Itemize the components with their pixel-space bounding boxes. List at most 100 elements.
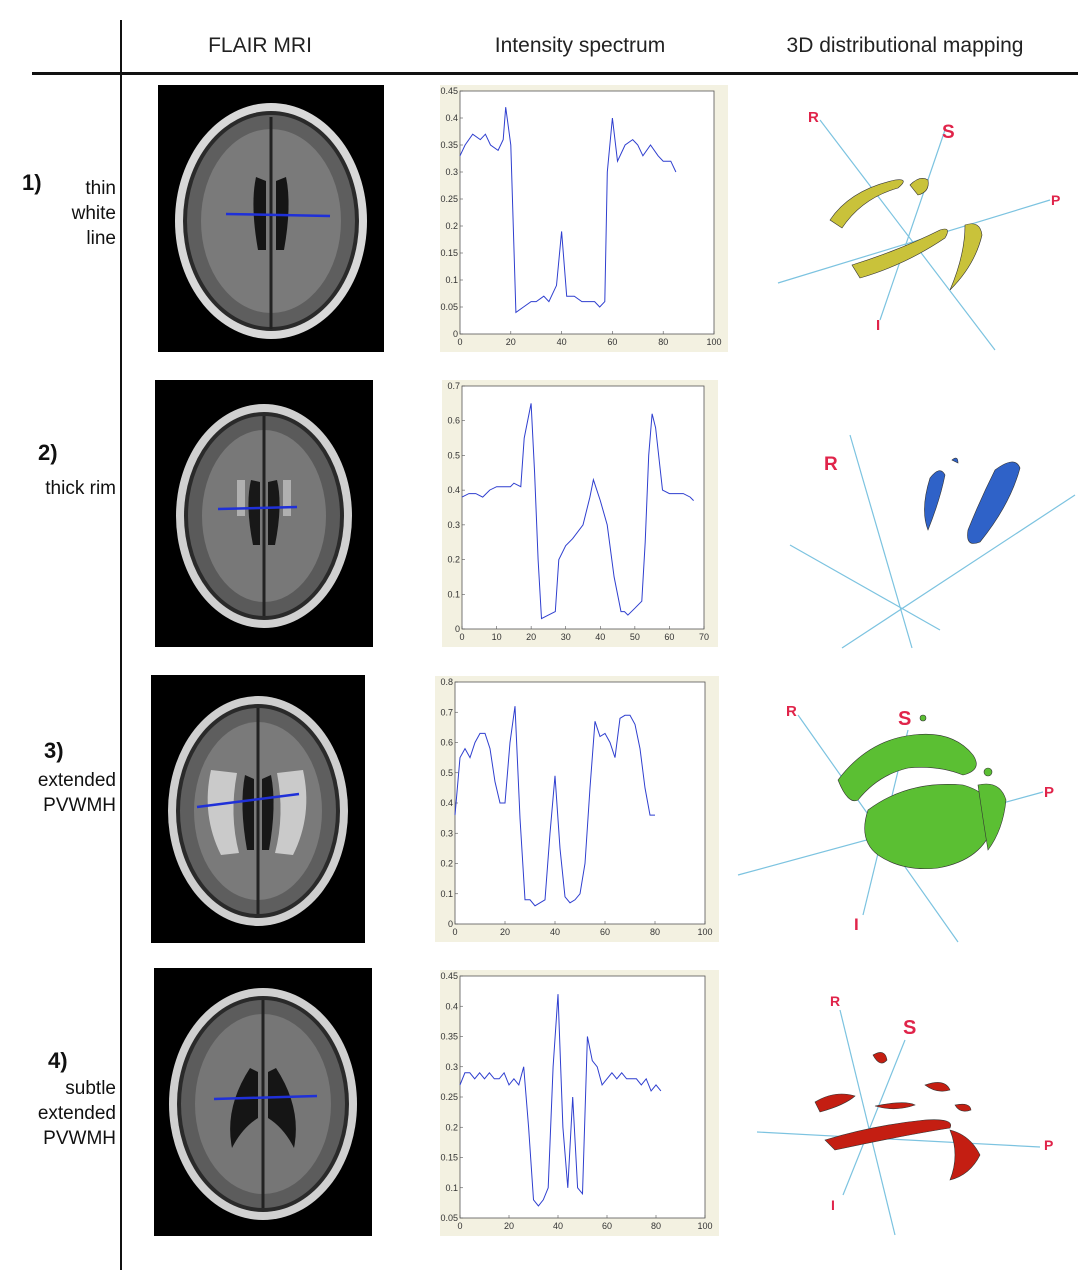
y-tick-label: 0.05 — [440, 1213, 458, 1223]
y-tick-label: 0.1 — [440, 889, 453, 899]
row-3-label: 3) extended PVWMH — [8, 738, 116, 818]
x-tick-label: 60 — [602, 1221, 612, 1231]
x-tick-label: 0 — [459, 632, 464, 642]
x-tick-label: 0 — [457, 337, 462, 347]
x-tick-label: 20 — [526, 632, 536, 642]
y-tick-label: 0.35 — [440, 1032, 458, 1042]
row-4-axis-label-s: S — [903, 1017, 916, 1039]
x-tick-label: 40 — [557, 337, 567, 347]
row-2-label: 2) thick rim — [8, 440, 116, 501]
row-3-axis-label-i: I — [854, 915, 859, 934]
row-1-lesion-cluster — [829, 178, 983, 291]
y-tick-label: 0.4 — [445, 113, 458, 123]
x-tick-label: 100 — [697, 1221, 712, 1231]
row-3-lesion-cluster — [837, 714, 1007, 870]
header-3d-mapping: 3D distributional mapping — [786, 34, 1024, 57]
row-1-description: thin white line — [71, 178, 116, 249]
x-tick-label: 10 — [492, 632, 502, 642]
row-2-flair-mri-image — [155, 380, 373, 647]
row-1-intensity-line — [459, 107, 677, 314]
x-tick-label: 20 — [500, 927, 510, 937]
y-tick-label: 0.25 — [440, 194, 458, 204]
row-2-number: 2) — [38, 440, 58, 465]
x-tick-label: 60 — [600, 927, 610, 937]
y-tick-label: 0.05 — [440, 302, 458, 312]
row-3-description: extended PVWMH — [37, 770, 116, 816]
x-tick-label: 0 — [457, 1221, 462, 1231]
row-4-intensity-line — [459, 994, 662, 1207]
row-3-intensity-line — [454, 706, 655, 907]
y-tick-label: 0 — [448, 919, 453, 929]
y-tick-label: 0.45 — [440, 86, 458, 96]
x-tick-label: 70 — [699, 632, 709, 642]
row-1-axis-label-p: P — [1051, 192, 1060, 208]
y-tick-label: 0.1 — [445, 1183, 458, 1193]
row-1-plot-area — [459, 90, 715, 335]
y-tick-label: 0 — [455, 624, 460, 634]
row-3-axis-label-s: S — [898, 708, 911, 730]
y-tick-label: 0.5 — [440, 768, 453, 778]
row-2-3d-mapping: R — [780, 430, 1076, 649]
y-tick-label: 0.1 — [447, 589, 460, 599]
row-1-axis-label-i: I — [876, 317, 880, 334]
y-tick-label: 0 — [453, 329, 458, 339]
y-tick-label: 0.7 — [440, 707, 453, 717]
row-3-plot-area — [454, 681, 706, 925]
row-3-flair-mri-image — [151, 675, 365, 943]
x-tick-label: 40 — [553, 1221, 563, 1231]
row-4-label: 4) subtle extended PVWMH — [8, 1048, 116, 1151]
header-intensity-spectrum: Intensity spectrum — [494, 34, 666, 57]
row-2-intensity-line — [461, 403, 694, 620]
row-1-number: 1) — [22, 170, 42, 195]
row-1-axis-label-s: S — [942, 122, 955, 143]
row-3-axis-label-p: P — [1044, 784, 1054, 801]
row-2-lesion-cluster — [924, 457, 1021, 544]
row-4-description: subtle extended PVWMH — [37, 1078, 116, 1149]
x-tick-label: 0 — [452, 927, 457, 937]
row-4-axis-label-r: R — [830, 993, 840, 1009]
row-1-3d-mapping: R S P I — [770, 100, 1070, 355]
y-tick-label: 0.1 — [445, 275, 458, 285]
row-3-axis-label-r: R — [786, 703, 797, 720]
row-4-axis-label-i: I — [831, 1197, 835, 1213]
x-tick-label: 30 — [561, 632, 571, 642]
y-tick-label: 0.35 — [440, 140, 458, 150]
row-2-description: thick rim — [45, 478, 116, 499]
row-4-plot-area — [459, 975, 706, 1219]
y-tick-label: 0.3 — [445, 167, 458, 177]
x-tick-label: 80 — [658, 337, 668, 347]
y-tick-label: 0.4 — [445, 1001, 458, 1011]
row-4-axis-label-p: P — [1044, 1137, 1053, 1153]
row-4-flair-mri-image — [154, 968, 372, 1236]
x-tick-label: 100 — [706, 337, 721, 347]
header-divider — [32, 72, 1078, 75]
row-1-axis-label-r: R — [808, 109, 819, 126]
y-tick-label: 0.2 — [445, 221, 458, 231]
y-tick-label: 0.45 — [440, 971, 458, 981]
y-tick-label: 0.2 — [440, 859, 453, 869]
row-1-label: 1) thin white line — [8, 170, 116, 251]
y-tick-label: 0.7 — [447, 381, 460, 391]
y-tick-label: 0.5 — [447, 450, 460, 460]
y-tick-label: 0.2 — [445, 1122, 458, 1132]
header-flair-mri: FLAIR MRI — [208, 34, 312, 57]
row-2-axis-label-r: R — [824, 454, 838, 475]
row-2-plot-area — [461, 385, 705, 630]
x-tick-label: 40 — [595, 632, 605, 642]
row-1-flair-mri-image — [158, 85, 384, 352]
x-tick-label: 40 — [550, 927, 560, 937]
y-tick-label: 0.15 — [440, 1153, 458, 1163]
label-column-divider — [120, 20, 122, 1270]
x-tick-label: 60 — [664, 632, 674, 642]
y-tick-label: 0.3 — [440, 828, 453, 838]
y-tick-label: 0.6 — [440, 738, 453, 748]
row-4-lesion-cluster — [814, 1052, 981, 1181]
y-tick-label: 0.25 — [440, 1092, 458, 1102]
y-tick-label: 0.8 — [440, 677, 453, 687]
x-tick-label: 80 — [650, 927, 660, 937]
row-4-3d-mapping: R S P I — [755, 990, 1065, 1240]
